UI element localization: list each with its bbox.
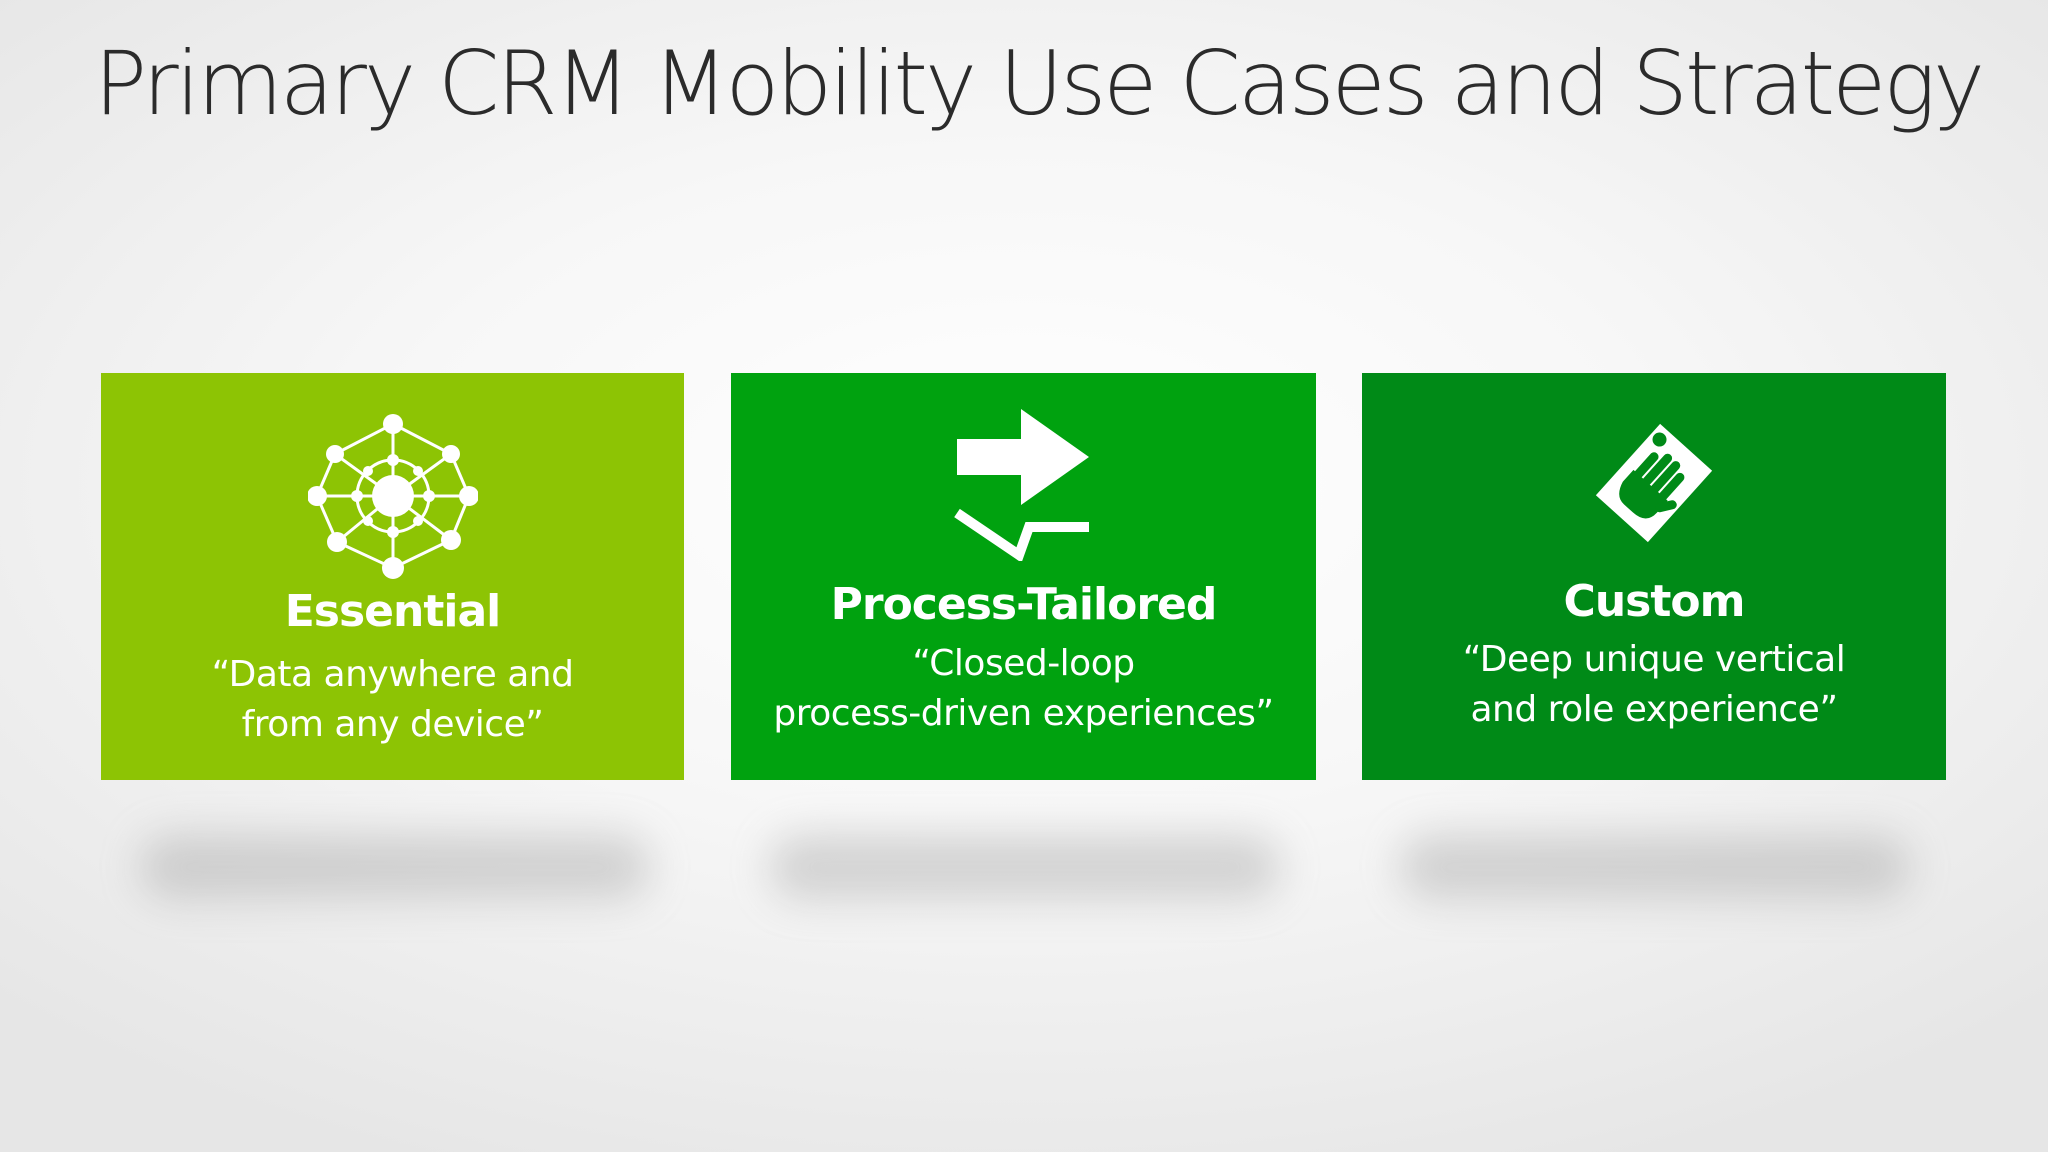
slide-title: Primary CRM Mobility Use Cases and Strat…	[94, 32, 1985, 135]
tile-process-tailored: Process-Tailored “Closed-loop process-dr…	[731, 373, 1316, 780]
tile-shadow	[770, 835, 1280, 899]
tile-shadow	[140, 835, 650, 899]
process-arrows-icon	[953, 409, 1089, 561]
tile-heading: Essential	[284, 586, 502, 637]
tile-quote: “Closed-loop process-driven experiences”	[773, 643, 1274, 734]
tile-shadow	[1400, 835, 1910, 899]
tile-heading: Custom	[1563, 576, 1746, 627]
tag-hand-icon	[1595, 423, 1713, 543]
tile-quote: “Deep unique vertical and role experienc…	[1462, 639, 1846, 730]
network-hub-icon	[307, 414, 478, 579]
tile-custom: Custom “Deep unique vertical and role ex…	[1362, 373, 1946, 780]
tile-essential: Essential “Data anywhere and from any de…	[101, 373, 684, 780]
tile-quote: “Data anywhere and from any device”	[211, 654, 574, 745]
tile-heading: Process-Tailored	[830, 579, 1218, 630]
